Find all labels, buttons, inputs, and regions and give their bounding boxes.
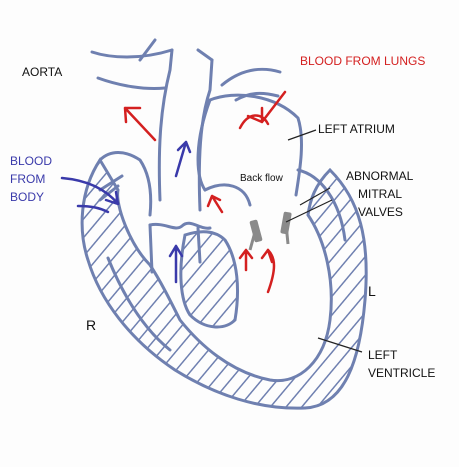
left-ventricle-label-1: LEFT xyxy=(368,348,398,362)
blood-from-lungs-label: BLOOD FROM LUNGS xyxy=(300,54,426,68)
blood-from-body-label-2: FROM xyxy=(10,172,46,186)
blood-from-body-label-3: BODY xyxy=(10,190,45,204)
aorta-label: AORTA xyxy=(22,65,63,79)
abnormal-mitral-valves-label-2: MITRAL xyxy=(358,187,403,201)
back-flow-label: Back flow xyxy=(240,173,283,184)
septum xyxy=(179,230,240,329)
mitral-valves xyxy=(248,211,292,251)
leader-lines xyxy=(285,129,363,353)
left-ventricle-label-2: VENTRICLE xyxy=(368,366,436,380)
left-atrium-label: LEFT ATRIUM xyxy=(318,122,395,136)
abnormal-mitral-valves-label-3: VALVES xyxy=(358,205,403,219)
blue-arrows xyxy=(60,140,192,284)
blood-from-body-label-1: BLOOD xyxy=(10,154,53,168)
abnormal-mitral-valves-label-1: ABNORMAL xyxy=(346,169,414,183)
right-side-marker: R xyxy=(86,317,97,333)
heart-muscle-wall xyxy=(80,157,368,410)
red-arrows xyxy=(123,90,287,294)
left-side-marker: L xyxy=(368,283,376,299)
heart-outlines xyxy=(90,38,347,352)
